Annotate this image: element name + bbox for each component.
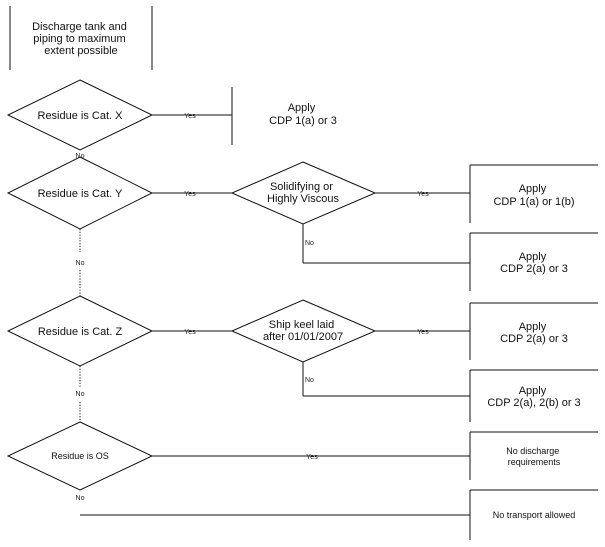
outcome-os-yes-label: No discharge requirements [506,446,562,467]
decision-cat-z-label: Residue is Cat. Z [38,326,123,338]
decision-os-label: Residue is OS [51,451,109,461]
outcome-z-old: Apply CDP 2(a), 2(b) or 3 [469,369,598,422]
edge-label-yes: Yes [184,113,196,120]
outcome-z-new-label: Apply CDP 2(a) or 3 [500,321,568,345]
start-box: Discharge tank and piping to maximum ext… [9,6,153,70]
edge-label-no: No [305,377,314,384]
decision-solidifying-label: Solidifying or Highly Viscous [267,181,339,205]
outcome-none: No transport allowed [469,489,598,540]
edge-label-no: No [76,495,85,502]
outcome-y-solid-label: Apply CDP 1(a) or 1(b) [493,183,574,208]
edge-label-yes: Yes [184,191,196,198]
decision-keel-label: Ship keel laid after 01/01/2007 [263,319,343,343]
edge-label-yes: Yes [184,329,196,336]
decision-keel: Ship keel laid after 01/01/2007 [230,299,377,363]
decision-cat-x: Residue is Cat. X [6,79,154,151]
outcome-z-old-label: Apply CDP 2(a), 2(b) or 3 [487,385,580,409]
edge-label-no: No [76,260,85,267]
decision-os: Residue is OS [6,421,154,491]
outcome-y-not-solid: Apply CDP 2(a) or 3 [469,232,598,291]
edge-label-yes: Yes [417,329,429,336]
outcome-os-yes: No discharge requirements [469,431,598,480]
edge-label-no: No [305,240,314,247]
decision-cat-x-label: Residue is Cat. X [38,110,124,122]
decision-solidifying: Solidifying or Highly Viscous [230,161,377,225]
decision-cat-y-label: Residue is Cat. Y [38,188,123,200]
edge-label-no: No [76,391,85,398]
start-box-label: Discharge tank and piping to maximum ext… [32,21,130,57]
outcome-y-not-solid-label: Apply CDP 2(a) or 3 [500,251,568,275]
outcome-z-new: Apply CDP 2(a) or 3 [469,302,598,360]
outcome-x-apply: Apply CDP 1(a) or 3 [269,102,337,127]
outcome-none-label: No transport allowed [493,510,576,520]
decision-cat-y: Residue is Cat. Y [6,156,154,230]
edge-label-yes: Yes [417,191,429,198]
decision-cat-z: Residue is Cat. Z [6,295,154,367]
outcome-y-solid: Apply CDP 1(a) or 1(b) [469,164,598,223]
edge-label-yes: Yes [306,454,318,461]
